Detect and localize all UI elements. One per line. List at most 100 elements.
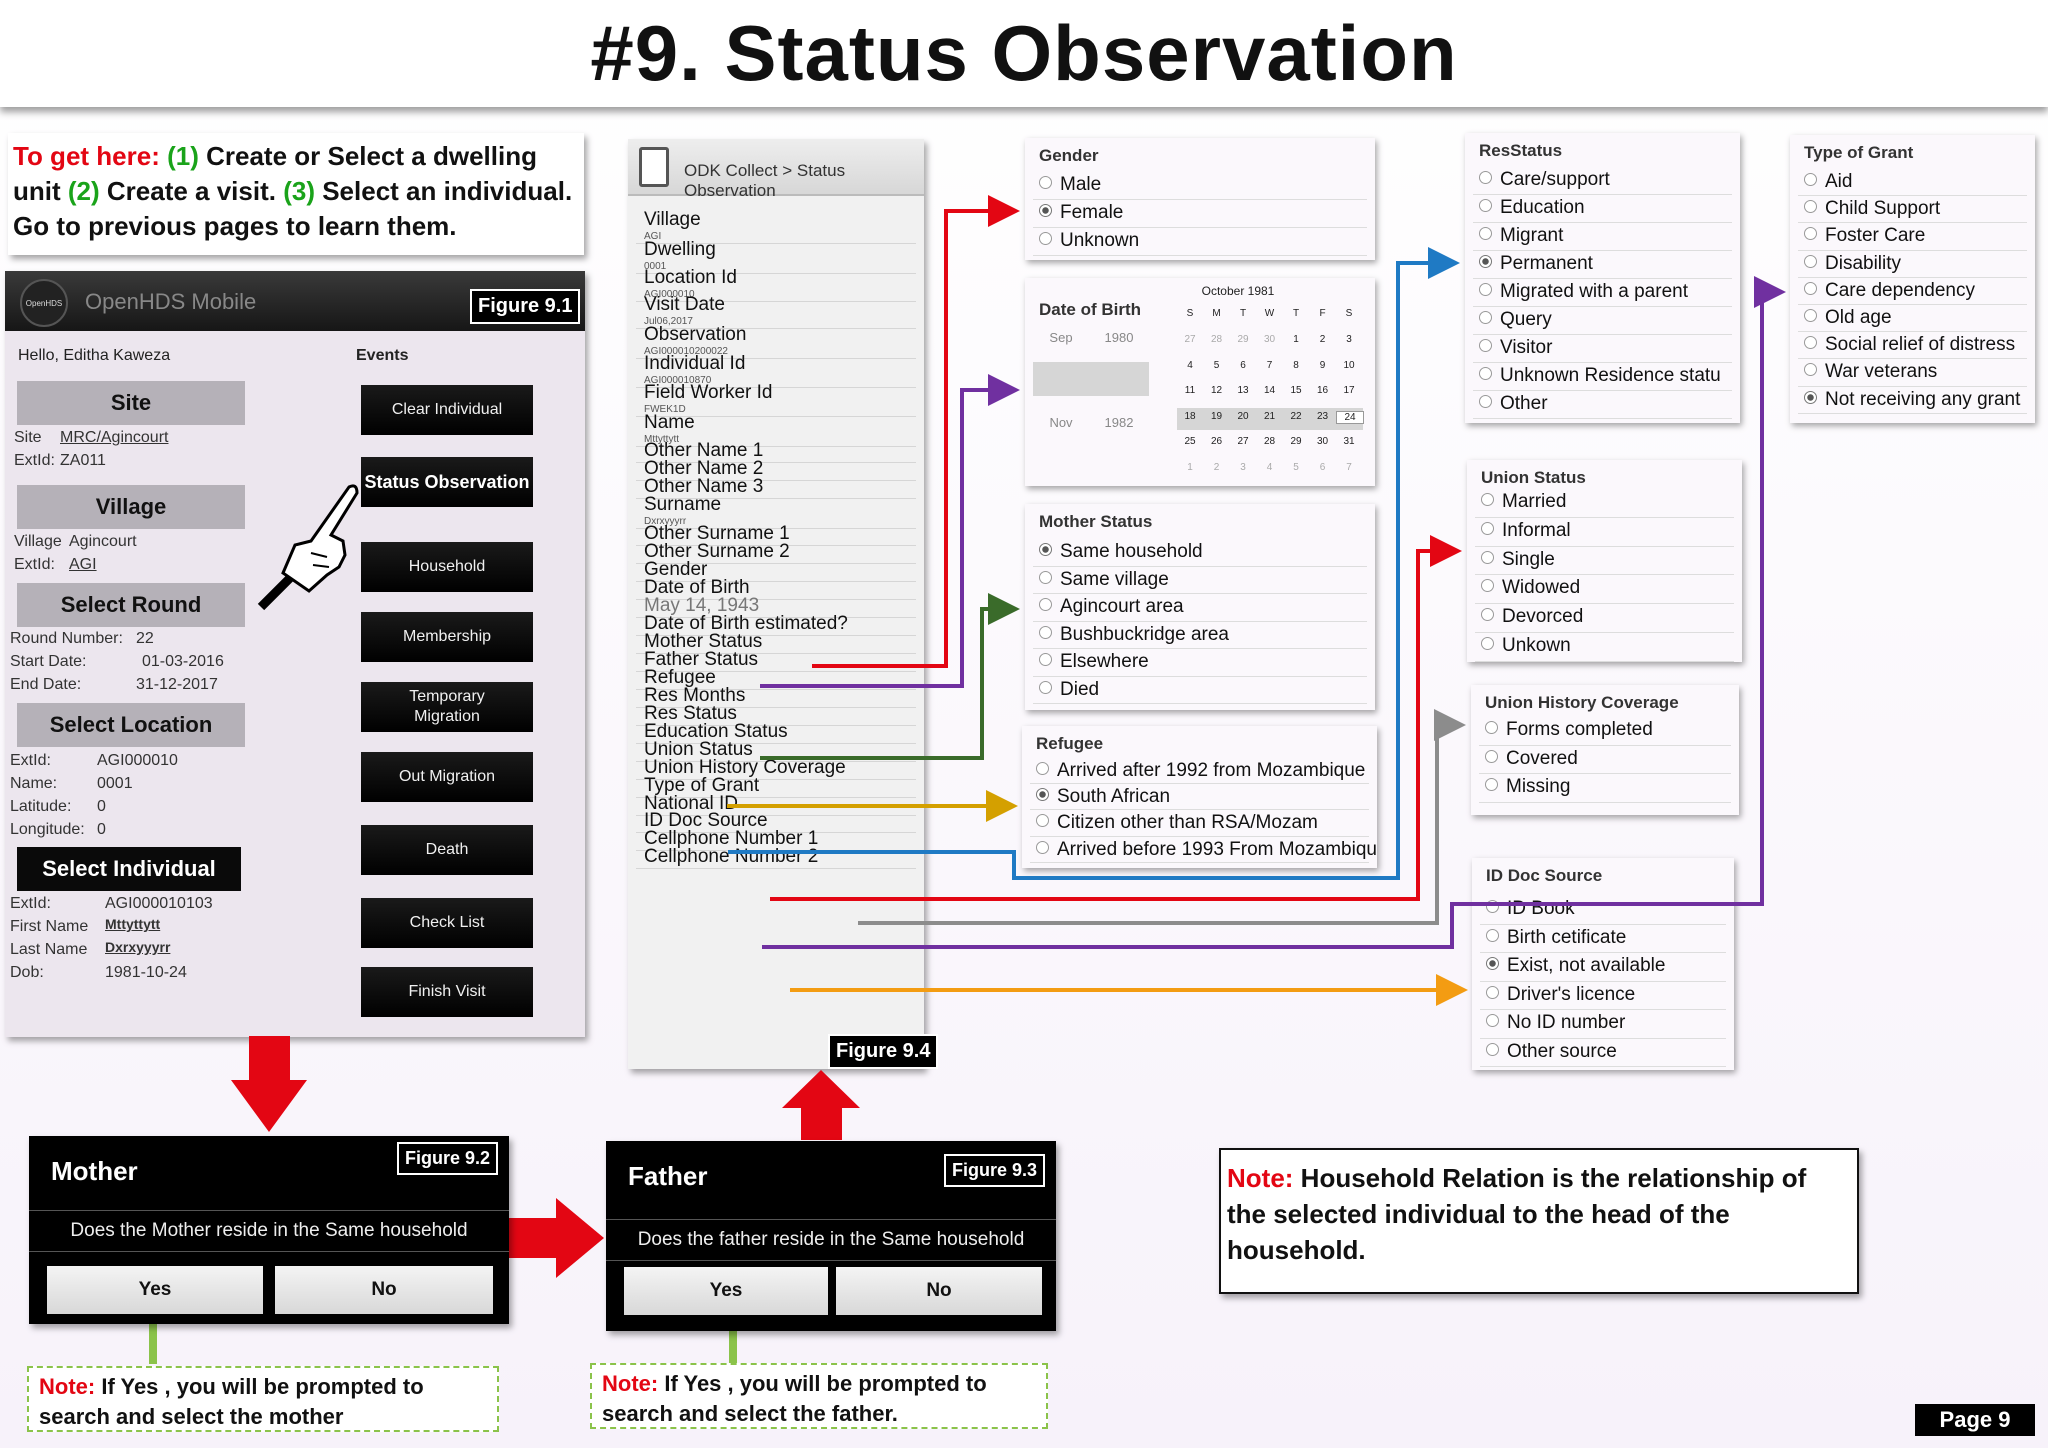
option-1[interactable]: Education <box>1479 197 1585 219</box>
calendar-day[interactable]: 1 <box>1187 461 1193 473</box>
option-2[interactable]: Agincourt area <box>1039 596 1184 618</box>
calendar-day[interactable]: 3 <box>1346 334 1352 345</box>
form-field-16[interactable]: May 14, 1943 <box>644 595 760 616</box>
option-6[interactable]: Visitor <box>1479 337 1552 359</box>
form-field-28[interactable]: ID Doc Source <box>644 810 768 831</box>
option-0[interactable]: Same household <box>1039 541 1203 563</box>
option-3[interactable]: Arrived before 1993 From Mozambique <box>1036 839 1377 861</box>
radio-button[interactable] <box>1479 199 1492 212</box>
option-0[interactable]: Arrived after 1992 from Mozambique <box>1036 760 1365 782</box>
option-0[interactable]: Married <box>1481 491 1566 513</box>
radio-button[interactable] <box>1486 1042 1499 1056</box>
option-2[interactable]: Missing <box>1485 776 1570 798</box>
calendar-day[interactable]: 18 <box>1184 410 1196 422</box>
radio-button[interactable] <box>1481 521 1494 535</box>
calendar-day[interactable]: 5 <box>1213 359 1220 371</box>
round-header[interactable]: Select Round <box>17 583 245 627</box>
calendar-day[interactable]: 8 <box>1293 359 1299 371</box>
calendar-day[interactable]: 2 <box>1319 334 1326 345</box>
radio-button[interactable] <box>1485 749 1498 763</box>
radio-button[interactable] <box>1039 176 1052 189</box>
form-field-21[interactable]: Res Months <box>644 685 746 706</box>
form-field-8[interactable]: Other Name 1 <box>644 440 764 461</box>
calendar-day[interactable]: 20 <box>1237 410 1249 422</box>
radio-button[interactable] <box>1481 550 1494 564</box>
no-button[interactable]: No <box>836 1267 1042 1315</box>
form-field-15[interactable]: Date of Birth <box>644 577 750 598</box>
calendar-day[interactable]: 31 <box>1343 436 1355 447</box>
radio-button[interactable] <box>1481 579 1494 593</box>
option-0[interactable]: Care/support <box>1479 169 1610 191</box>
option-2[interactable]: Exist, not available <box>1486 955 1665 977</box>
calendar-day[interactable]: 23 <box>1316 410 1329 422</box>
form-field-20[interactable]: Refugee <box>644 667 716 688</box>
calendar-day[interactable]: 10 <box>1343 359 1355 371</box>
calendar-day[interactable]: 15 <box>1290 385 1302 396</box>
option-4[interactable]: No ID number <box>1486 1012 1625 1034</box>
option-7[interactable]: Unknown Residence statu <box>1479 365 1721 387</box>
radio-button[interactable] <box>1804 363 1817 377</box>
option-1[interactable]: Birth cetificate <box>1486 927 1626 949</box>
radio-button[interactable] <box>1039 680 1052 694</box>
radio-button[interactable] <box>1039 653 1052 666</box>
radio-button[interactable] <box>1804 254 1817 268</box>
calendar-day[interactable]: 4 <box>1266 461 1273 473</box>
option-5[interactable]: Query <box>1479 309 1552 331</box>
option-5[interactable]: Other source <box>1486 1041 1617 1063</box>
year-option[interactable]: 1982 <box>1104 415 1134 430</box>
year-option[interactable]: 1980 <box>1104 330 1134 345</box>
calendar-day[interactable]: 7 <box>1346 461 1352 473</box>
calendar-day[interactable]: 28 <box>1210 334 1223 345</box>
form-field-13[interactable]: Other Surname 2 <box>644 541 790 562</box>
option-4[interactable]: Devorced <box>1481 606 1583 628</box>
status-observation-button[interactable]: Status Observation <box>361 457 533 507</box>
radio-button[interactable] <box>1479 367 1492 380</box>
radio-button[interactable] <box>1039 570 1052 584</box>
radio-button[interactable] <box>1039 598 1052 611</box>
option-2[interactable]: Single <box>1481 549 1555 571</box>
option-8[interactable]: Not receiving any grant <box>1804 389 2020 411</box>
calendar-day[interactable]: 29 <box>1237 334 1249 345</box>
calendar-day[interactable]: 3 <box>1240 461 1246 473</box>
option-6[interactable]: Social relief of distress <box>1804 334 2015 356</box>
calendar-day[interactable]: 25 <box>1184 436 1196 447</box>
form-field-11[interactable]: Surname <box>644 494 722 515</box>
radio-button[interactable] <box>1036 788 1049 802</box>
radio-button[interactable] <box>1804 281 1817 295</box>
form-field-2[interactable]: Location Id <box>644 267 737 288</box>
calendar-day[interactable]: 27 <box>1237 436 1249 447</box>
option-0[interactable]: Forms completed <box>1485 719 1653 741</box>
radio-button[interactable] <box>1804 173 1817 186</box>
calendar-day[interactable]: 30 <box>1316 436 1329 447</box>
calendar-day[interactable]: 29 <box>1290 436 1302 447</box>
form-field-6[interactable]: Field Worker Id <box>644 382 773 403</box>
form-field-5[interactable]: Individual Id <box>644 353 746 374</box>
form-field-27[interactable]: National ID <box>644 793 738 814</box>
option-1[interactable]: Female <box>1039 202 1123 224</box>
form-field-29[interactable]: Cellphone Number 1 <box>644 828 819 849</box>
radio-button[interactable] <box>1039 543 1052 556</box>
radio-button[interactable] <box>1804 200 1817 214</box>
option-1[interactable]: Informal <box>1481 520 1571 542</box>
option-3[interactable]: Widowed <box>1481 577 1580 599</box>
death-button[interactable]: Death <box>361 825 533 875</box>
radio-button[interactable] <box>1479 171 1492 184</box>
yes-button[interactable]: Yes <box>624 1267 828 1315</box>
option-4[interactable]: Elsewhere <box>1039 651 1149 673</box>
calendar-day[interactable]: 19 <box>1210 410 1223 422</box>
form-field-7[interactable]: Name <box>644 412 695 433</box>
finish-visit-button[interactable]: Finish Visit <box>361 967 533 1017</box>
form-field-4[interactable]: Observation <box>644 324 747 345</box>
radio-button[interactable] <box>1479 395 1492 408</box>
radio-button[interactable] <box>1486 928 1499 942</box>
calendar-day[interactable]: 26 <box>1210 436 1223 447</box>
radio-button[interactable] <box>1036 814 1049 828</box>
form-field-0[interactable]: Village <box>644 209 701 230</box>
option-4[interactable]: Care dependency <box>1804 280 1975 302</box>
radio-button[interactable] <box>1804 227 1817 241</box>
calendar-day[interactable]: 17 <box>1343 385 1355 396</box>
temporary-migration-button[interactable]: Temporary Migration <box>361 682 533 732</box>
option-5[interactable]: Died <box>1039 679 1099 701</box>
option-3[interactable]: Driver's licence <box>1486 984 1635 1006</box>
radio-button[interactable] <box>1479 339 1492 352</box>
